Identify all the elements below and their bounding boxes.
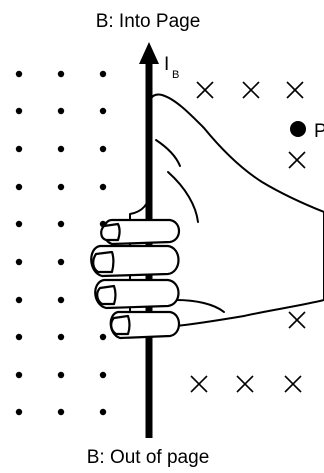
field-dot: [58, 221, 64, 227]
curled-fingers: [91, 220, 179, 338]
field-cross: [289, 312, 305, 328]
field-dot: [58, 71, 64, 77]
field-dot: [16, 259, 22, 265]
bottom-field-label: B: Out of page: [87, 447, 210, 468]
field-dot: [58, 334, 64, 340]
field-dot: [58, 409, 64, 415]
field-dot: [100, 184, 106, 190]
field-cross: [287, 82, 303, 98]
field-dot: [58, 259, 64, 265]
field-dot: [16, 409, 22, 415]
current-label-subscript: B: [172, 69, 179, 81]
field-cross: [285, 376, 301, 392]
current-label: I: [164, 54, 169, 75]
field-dot: [58, 146, 64, 152]
field-cross: [289, 152, 305, 168]
field-dot: [58, 184, 64, 190]
field-dot: [58, 108, 64, 114]
current-arrowhead: [139, 42, 159, 64]
field-dot: [16, 334, 22, 340]
field-dot: [58, 297, 64, 303]
field-dot: [16, 221, 22, 227]
point-p-marker: [290, 121, 306, 137]
field-cross: [191, 376, 207, 392]
field-dot: [100, 146, 106, 152]
field-dot: [16, 184, 22, 190]
point-p-label: P: [314, 121, 324, 142]
field-dot: [100, 108, 106, 114]
field-dot: [100, 372, 106, 378]
field-dot: [100, 409, 106, 415]
field-cross: [197, 82, 213, 98]
field-dot: [16, 372, 22, 378]
field-dot: [100, 334, 106, 340]
out-of-page-field-dots: [16, 71, 106, 415]
field-cross: [243, 82, 259, 98]
field-dot: [16, 146, 22, 152]
field-cross: [237, 376, 253, 392]
top-field-label: B: Into Page: [96, 11, 201, 32]
field-dot: [100, 71, 106, 77]
field-dot: [16, 71, 22, 77]
field-dot: [16, 297, 22, 303]
field-dot: [58, 372, 64, 378]
field-dot: [16, 108, 22, 114]
